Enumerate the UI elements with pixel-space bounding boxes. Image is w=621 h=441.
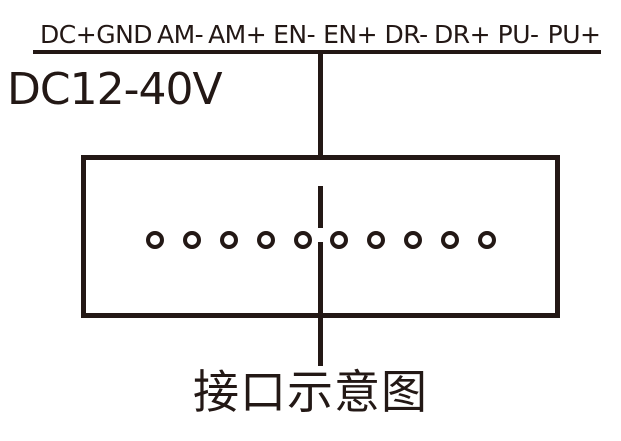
pin-hole-6	[330, 231, 349, 249]
drop-line	[318, 52, 323, 157]
pin-label-pu-minus: PU-	[497, 20, 539, 49]
pin-hole-7	[367, 231, 386, 249]
pin-label-am-plus: AM+	[208, 20, 267, 49]
pin-hole-1	[146, 231, 164, 249]
diagram-caption: 接口示意图	[193, 365, 428, 419]
center-axis-line	[318, 186, 323, 366]
pin-label-pu-plus: PU+	[547, 20, 601, 49]
pin-label-en-minus: EN-	[273, 20, 316, 49]
pin-hole-4	[256, 231, 275, 249]
center-axis-segment-lower	[318, 242, 323, 366]
pin-label-dc-plus: DC+	[40, 20, 97, 49]
center-axis-segment-upper	[318, 186, 323, 228]
bus-line	[33, 50, 601, 54]
pin-hole-5	[293, 231, 312, 249]
pin-label-en-plus: EN+	[323, 20, 378, 49]
pin-hole-row	[146, 230, 496, 250]
pin-label-am-minus: AM-	[156, 20, 204, 49]
pin-hole-8	[404, 231, 423, 249]
pin-hole-9	[441, 231, 459, 249]
pin-label-dr-minus: DR-	[384, 20, 429, 49]
voltage-rating-label: DC12-40V	[7, 64, 223, 115]
pin-label-row: DC+ GND AM- AM+ EN- EN+ DR- DR+ PU- PU+	[40, 18, 602, 50]
pin-label-dr-plus: DR+	[434, 20, 491, 49]
pin-hole-2	[182, 231, 201, 249]
pin-hole-10	[477, 231, 496, 249]
pin-label-gnd: GND	[96, 20, 153, 49]
pin-hole-3	[219, 231, 238, 249]
